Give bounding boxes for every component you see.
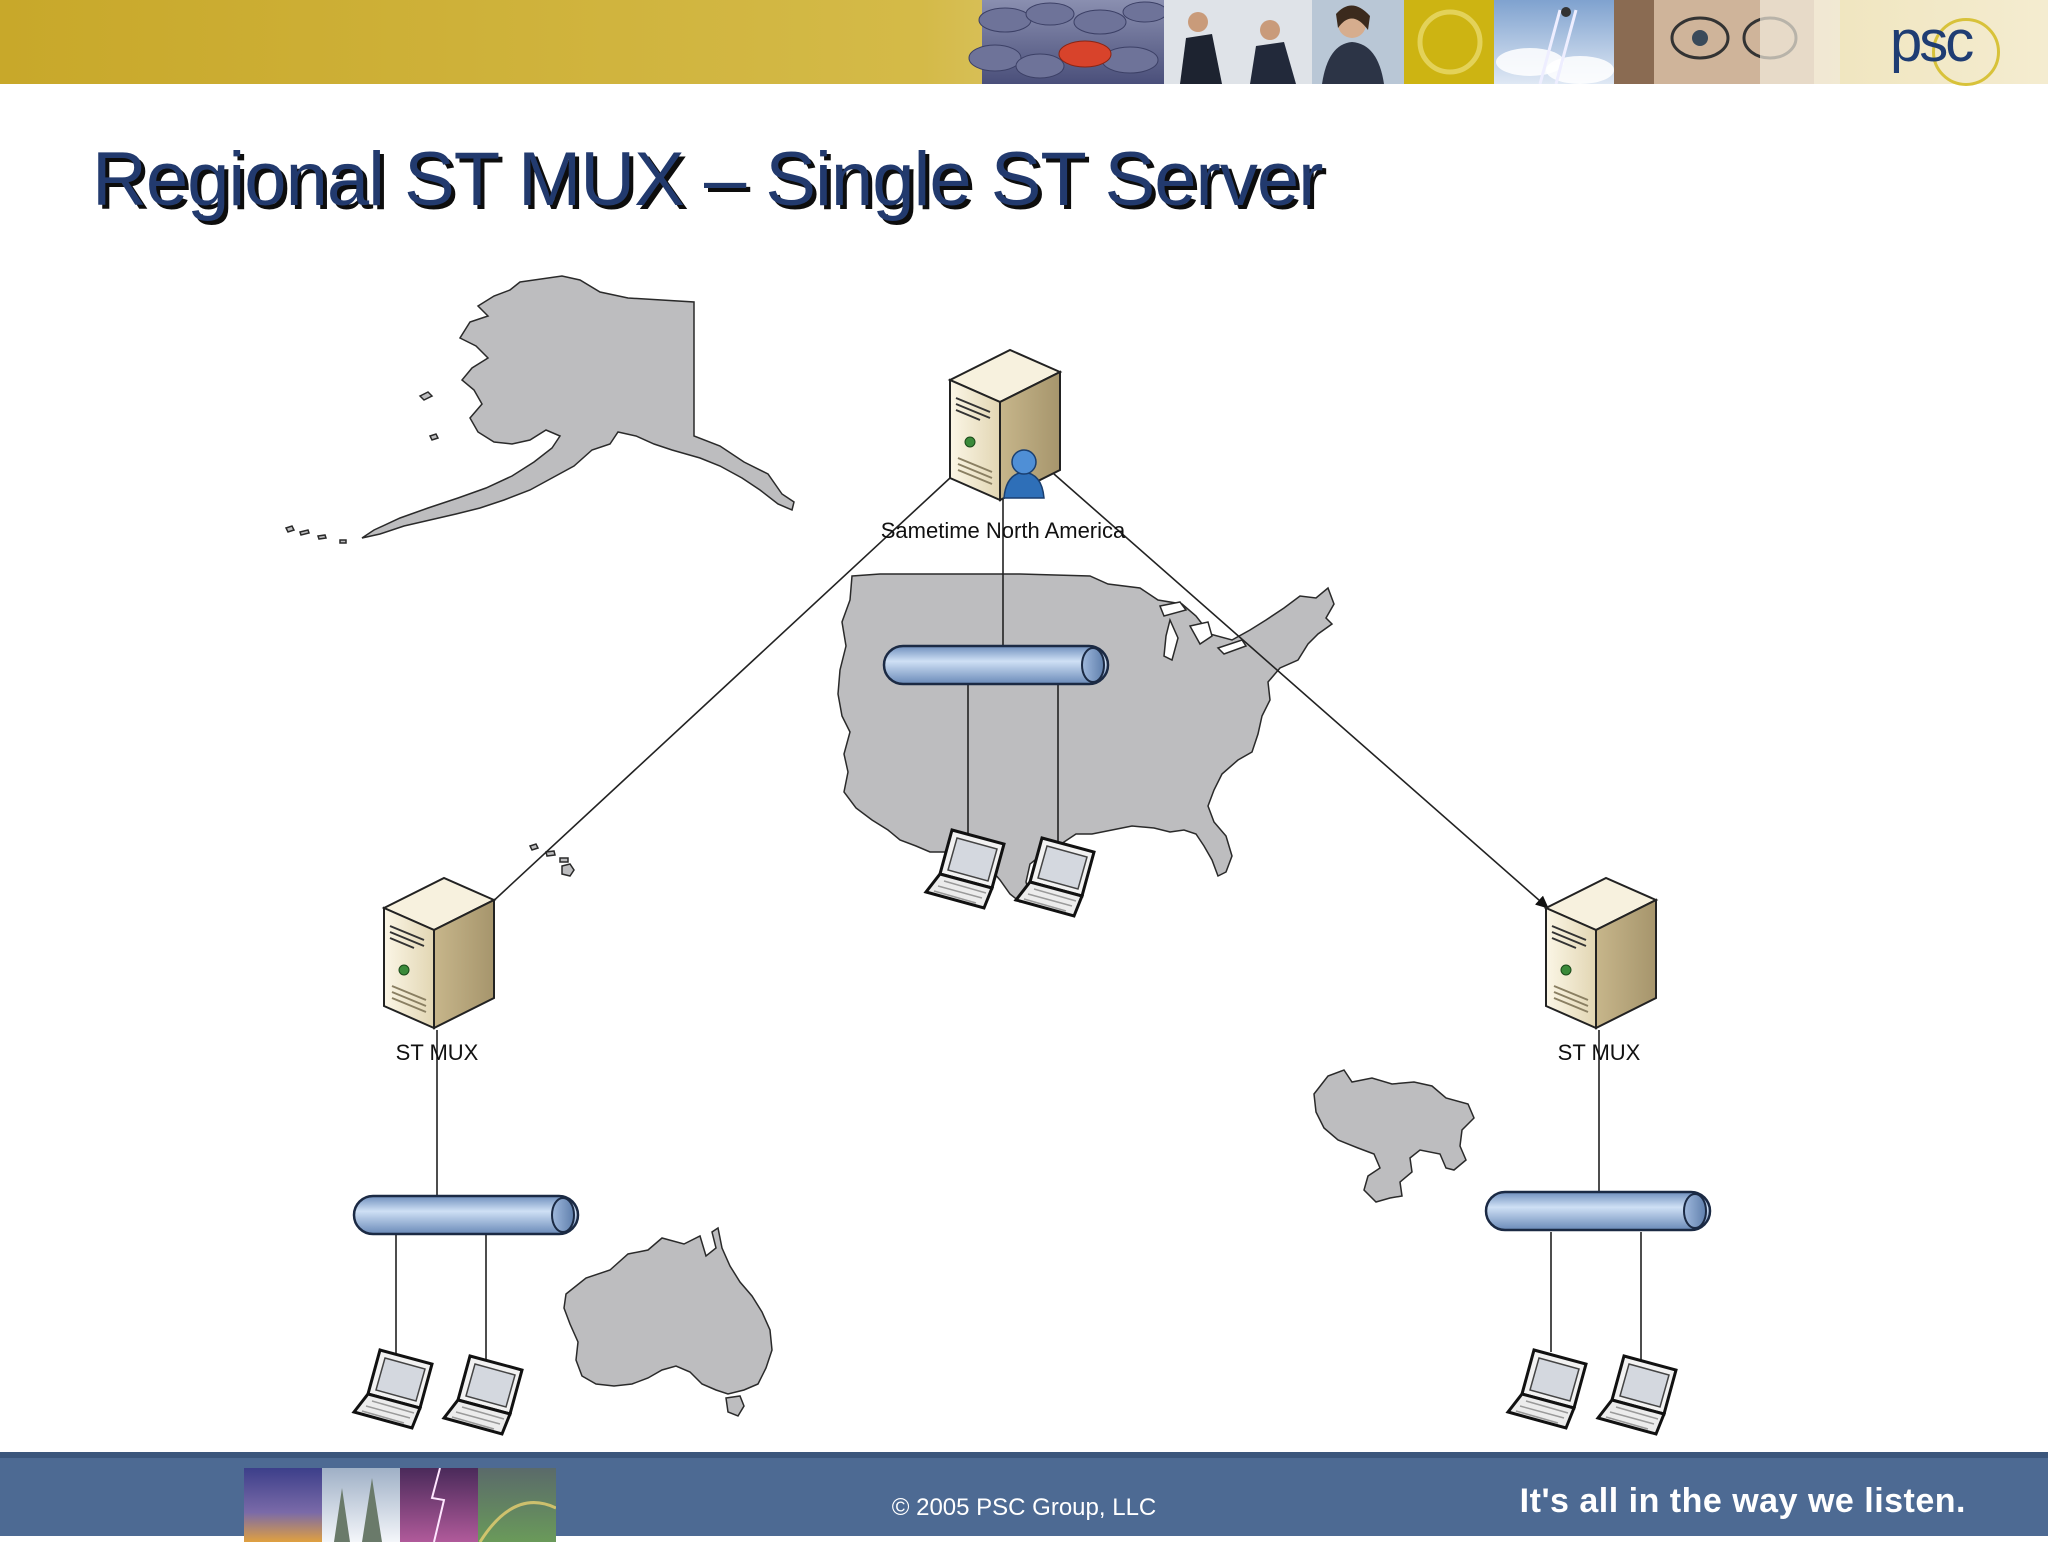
photo-storm (244, 1468, 322, 1542)
map-alaska (361, 275, 795, 539)
map-venezuela (1313, 1069, 1475, 1203)
network-bus-left (352, 1194, 580, 1236)
logo-text: psc (1890, 9, 1974, 74)
photo-business (1164, 0, 1312, 84)
server-icon (383, 877, 495, 1029)
link-central-to-left-mux (487, 477, 951, 907)
footer-photo-strip (244, 1468, 556, 1542)
laptop-icon (1506, 1348, 1588, 1430)
photo-snow-trees (322, 1468, 400, 1542)
maps (284, 275, 1475, 1417)
left-mux-label: ST MUX (396, 1040, 479, 1065)
header-banner: psc (0, 0, 2048, 86)
footer-bar (0, 1452, 2048, 1542)
central-server: Sametime North America (881, 349, 1126, 543)
header-photo-strip (968, 0, 1840, 84)
network-bus-north-america (882, 644, 1110, 686)
laptop-icon (442, 1354, 524, 1436)
server-icon (949, 349, 1061, 501)
central-server-label: Sametime North America (881, 518, 1126, 543)
map-australia (563, 1226, 773, 1395)
copyright-text: © 2005 PSC Group, LLC (891, 1494, 1157, 1521)
logo-ring (1932, 18, 2000, 86)
left-mux-server: ST MUX (383, 877, 495, 1065)
link-central-to-right-mux (1041, 461, 1549, 909)
map-tasmania (725, 1395, 745, 1417)
photo-lightning (400, 1468, 478, 1542)
psc-logo: psc (1880, 6, 2030, 86)
tagline-text: It's all in the way we listen. (1519, 1482, 1966, 1520)
laptop-icon (352, 1348, 434, 1430)
photo-sky-ladder (1494, 0, 1614, 84)
right-mux-server: ST MUX (1545, 877, 1657, 1065)
slide-title: Regional ST MUX – Single ST Server (92, 137, 1323, 222)
photo-umbrellas (968, 0, 1168, 84)
network-diagram: Sametime North America ST MUX ST MUX (284, 275, 1712, 1436)
laptop-icon (1596, 1354, 1678, 1436)
right-mux-label: ST MUX (1558, 1040, 1641, 1065)
map-hawaii (528, 843, 575, 877)
user-icon (1003, 449, 1045, 499)
photo-woman (1312, 0, 1404, 84)
server-icon (1545, 877, 1657, 1029)
connections (395, 461, 1642, 1360)
photo-face-glasses (1614, 0, 1840, 84)
network-bus-right (1484, 1190, 1712, 1232)
photo-yellow-circle (1404, 0, 1494, 84)
map-aleutians (284, 391, 440, 544)
